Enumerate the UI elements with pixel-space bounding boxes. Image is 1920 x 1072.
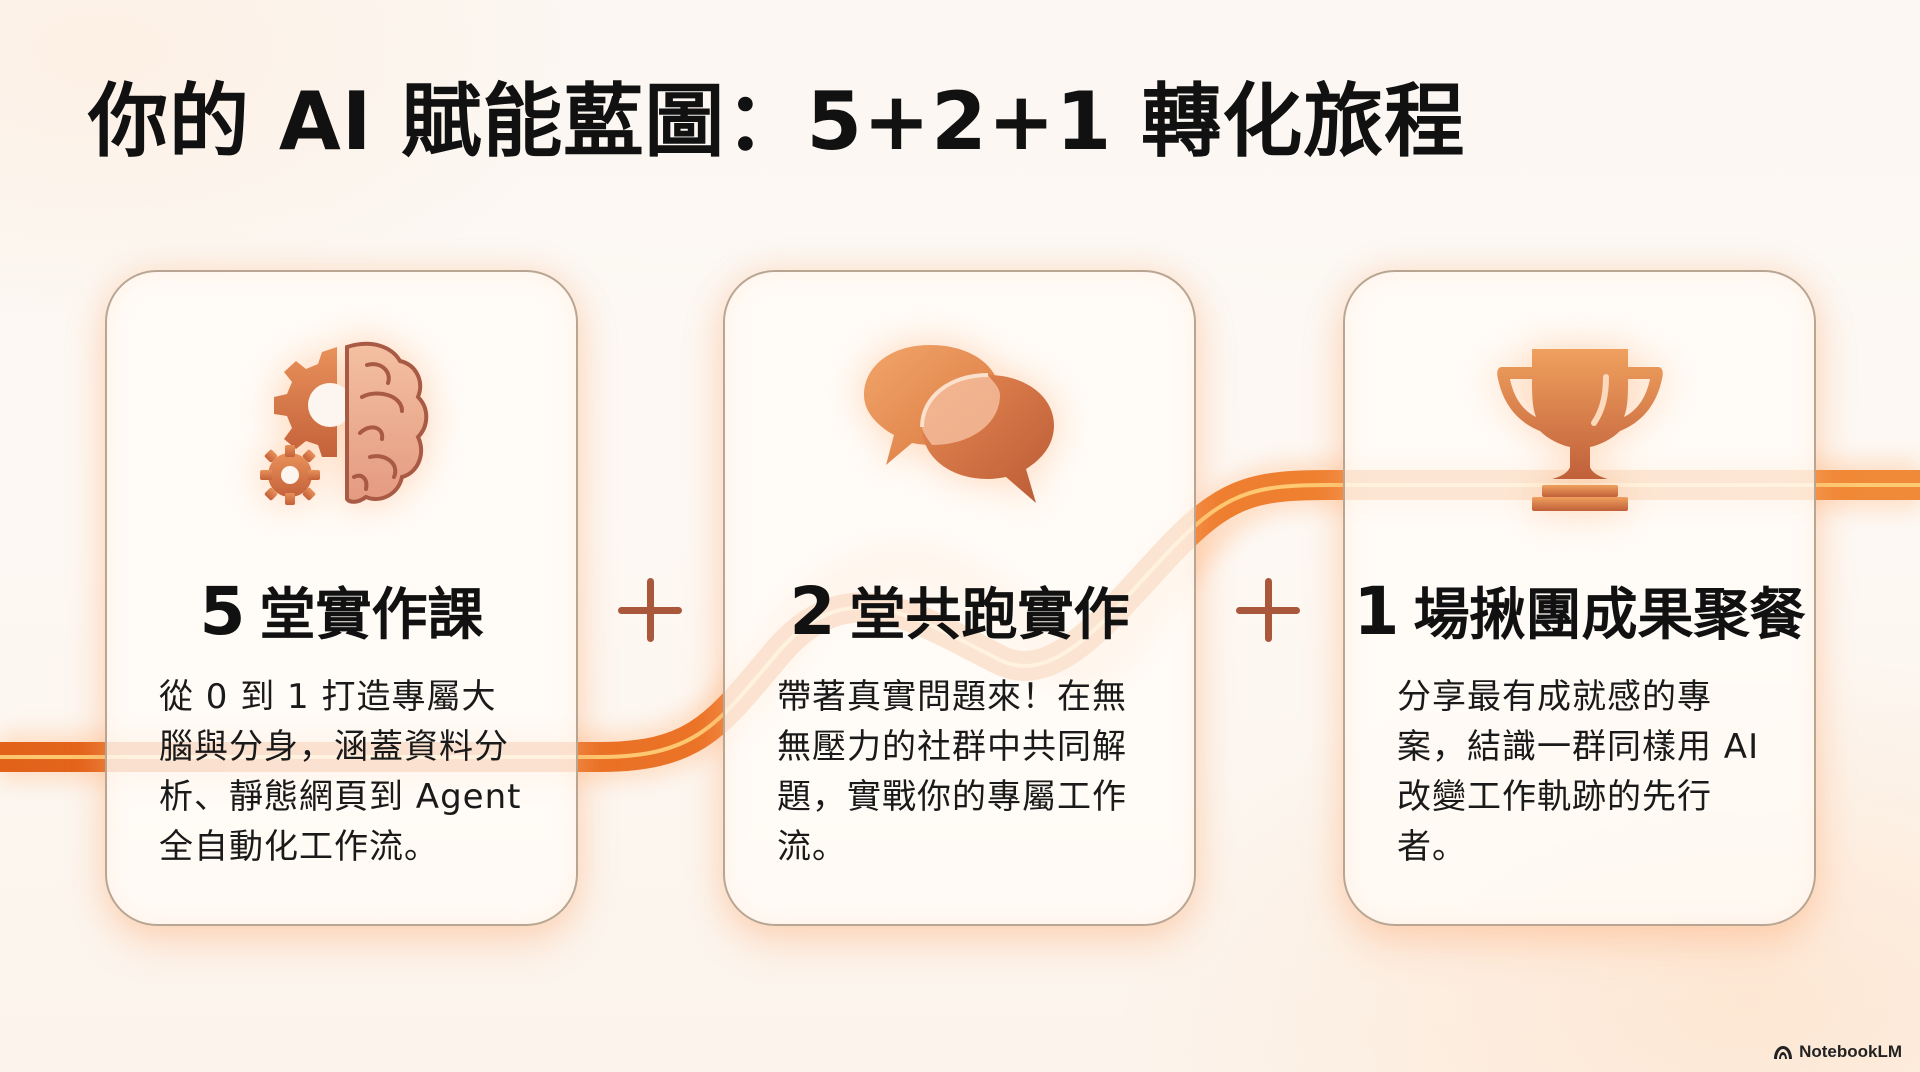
plus-connector-icon [618,578,682,642]
desc-line: 分享最有成就感的專 [1397,677,1712,717]
desc-line: 案，結識一群同樣用 AI [1397,727,1760,767]
card-description: 帶著真實問題來！在無 無壓力的社群中共同解 題，實戰你的專屬工作 流。 [777,672,1154,872]
card-heading: 堂實作課 [259,583,484,648]
desc-line: 帶著真實問題來！在無 [777,677,1127,717]
desc-line: 流。 [777,827,847,867]
desc-line: 題，實戰你的專屬工作 [777,777,1127,817]
desc-line: 改變工作軌跡的先行 [1397,777,1712,817]
notebooklm-watermark: NotebookLM [1773,1042,1902,1062]
watermark-label: NotebookLM [1799,1042,1902,1061]
trophy-icon [1496,349,1663,511]
desc-line: 無壓力的社群中共同解 [777,727,1127,767]
desc-line: 腦與分身，涵蓋資料分 [159,727,509,767]
card-heading: 場揪團成果聚餐 [1413,583,1806,648]
desc-line: 從 0 到 1 打造專屬大 [159,677,497,717]
card-description: 分享最有成就感的專 案，結識一群同樣用 AI 改變工作軌跡的先行 者。 [1397,672,1774,872]
gear-brain-icon [259,341,428,505]
desc-line: 者。 [1397,827,1467,867]
desc-line: 析、靜態網頁到 Agent [159,777,522,817]
card-description: 從 0 到 1 打造專屬大 腦與分身，涵蓋資料分 析、靜態網頁到 Agent 全… [159,672,536,872]
desc-line: 全自動化工作流。 [159,827,439,867]
notebooklm-logo-icon [1774,1046,1793,1059]
slide-title: 你的 AI 賦能藍圖：5+2+1 轉化旅程 [88,75,1466,168]
plus-connector-icon [1236,578,1300,642]
card-count: 5 [199,573,246,650]
card-count: 1 [1353,573,1400,650]
chat-bubbles-icon [863,345,1054,503]
card-count: 2 [789,573,836,650]
card-heading: 堂共跑實作 [849,583,1130,648]
